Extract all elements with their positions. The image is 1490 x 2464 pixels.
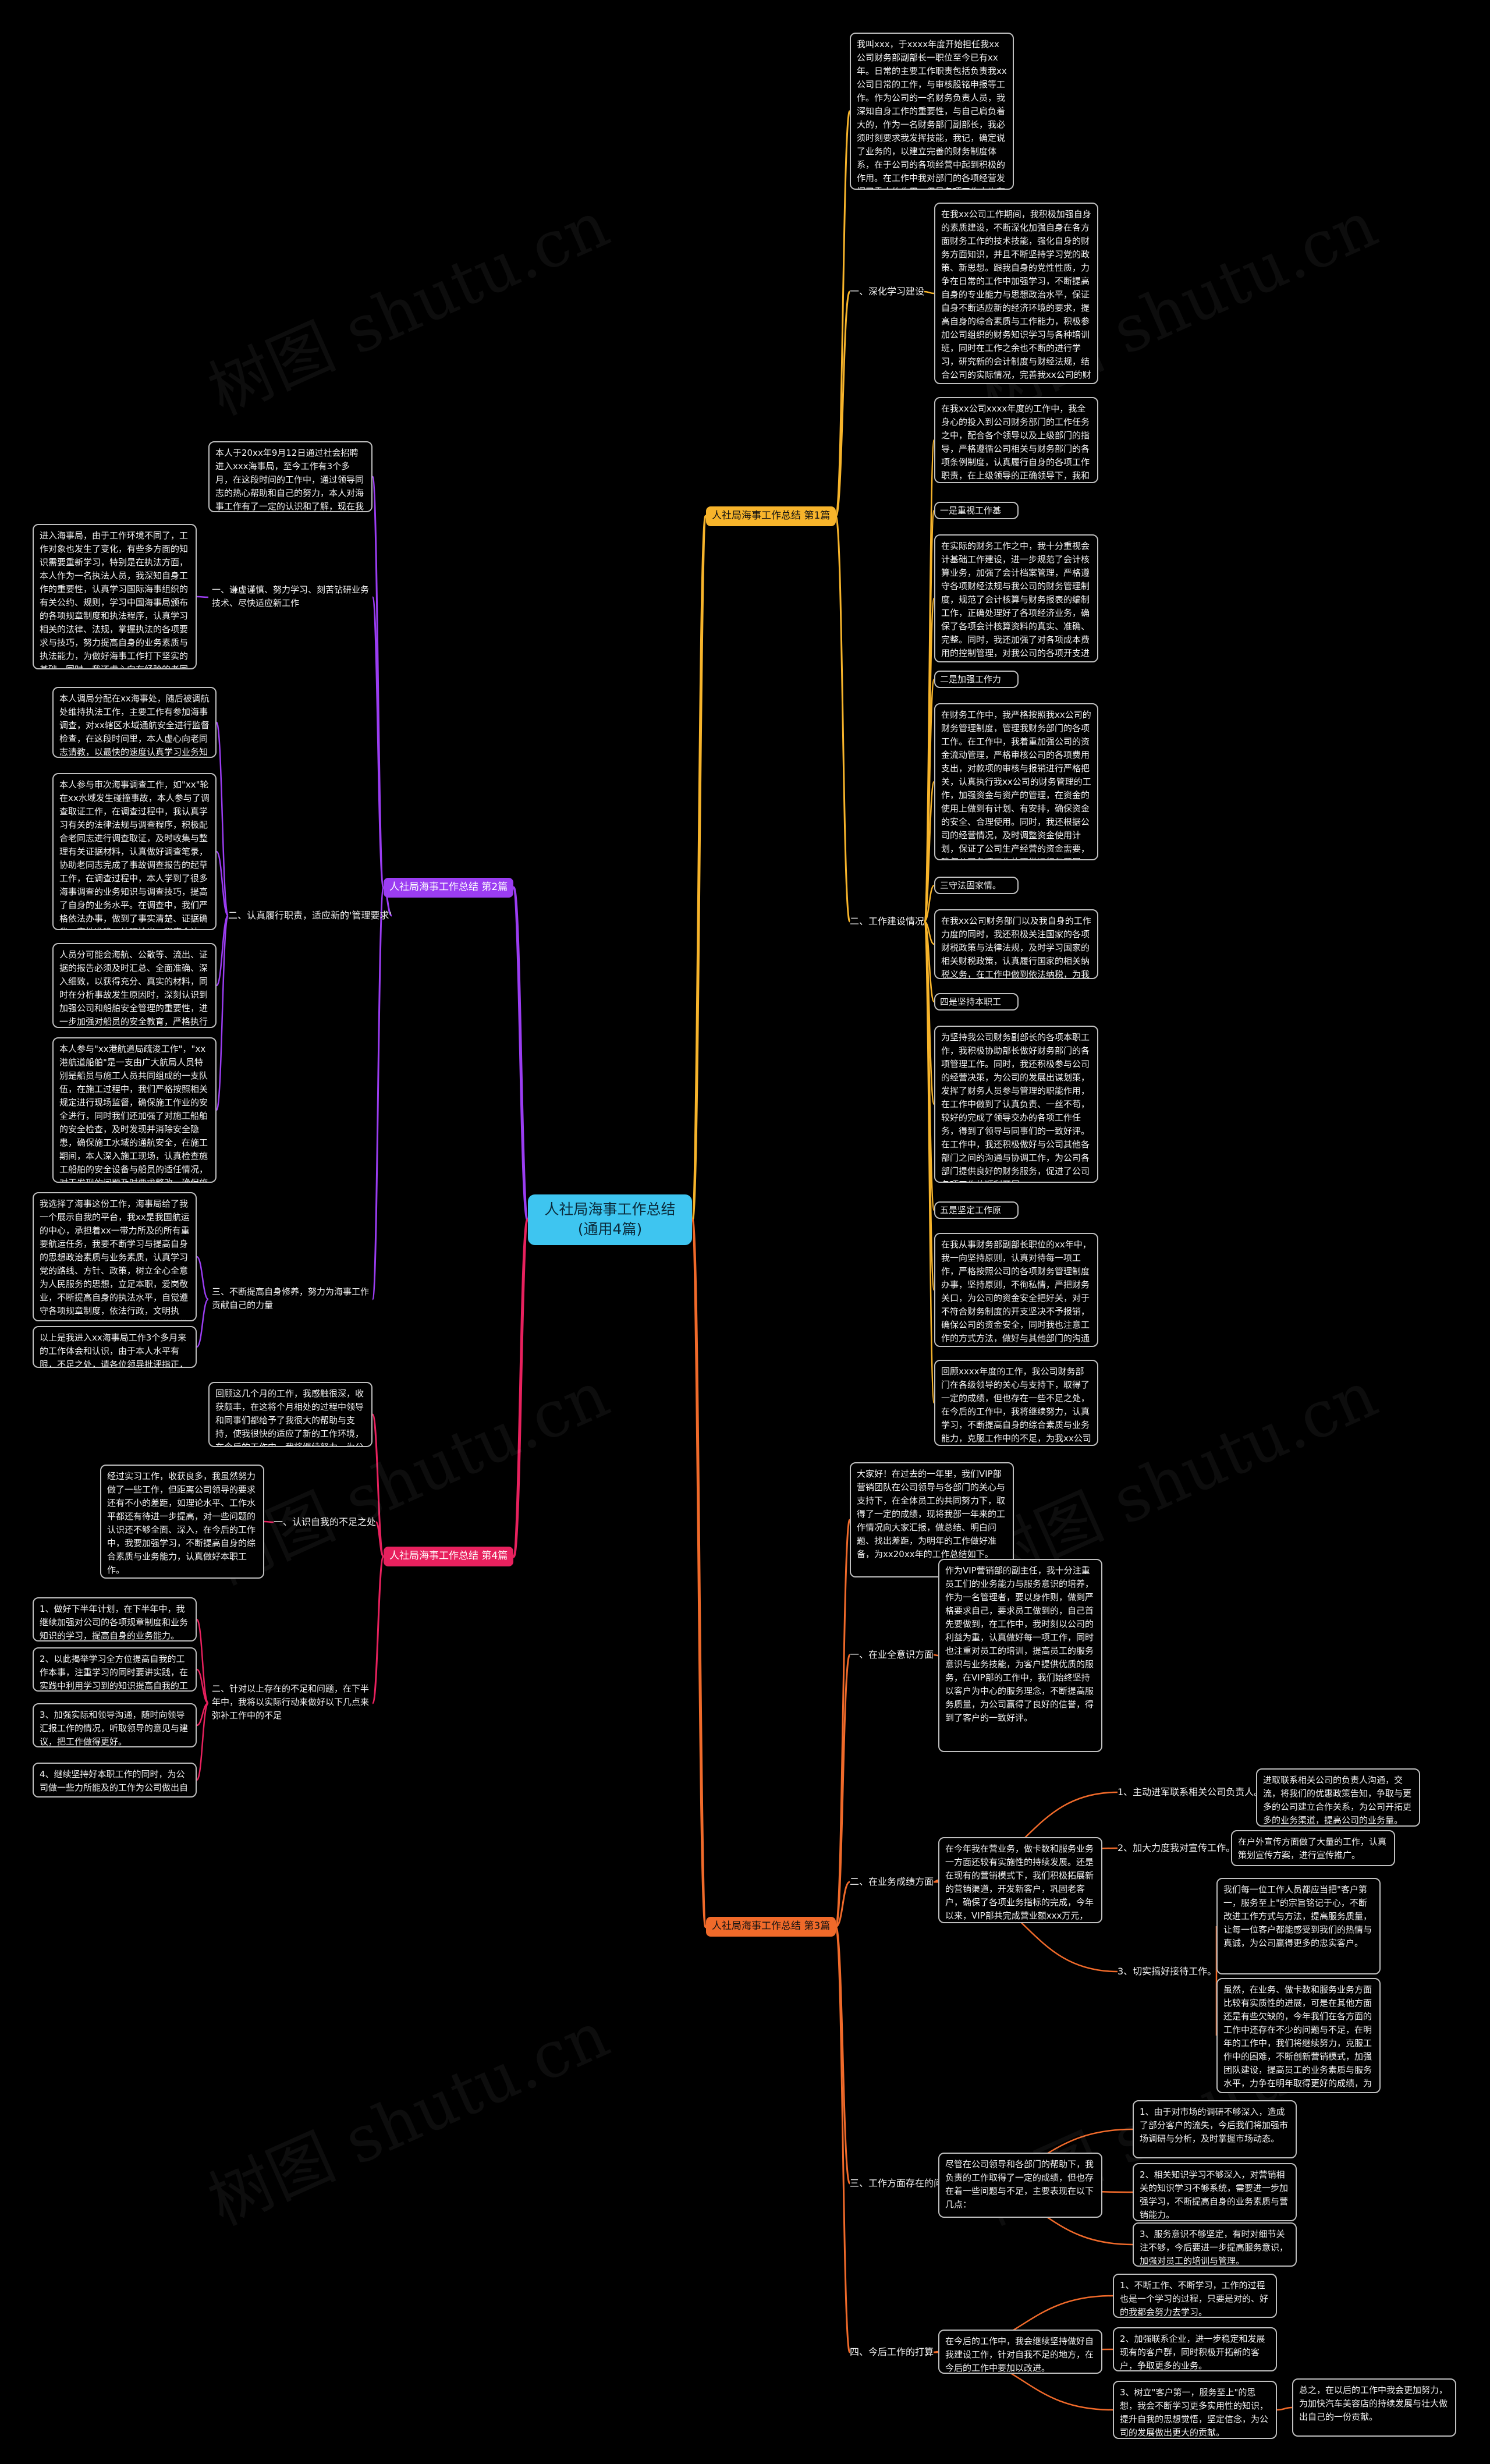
b1-section-2-intro: 在我xx公司xxxx年度的工作中，我全身心的投入到公司财务部门的工作任务之中，配… xyxy=(934,397,1098,483)
b3-section-1[interactable]: 一、在业全意识方面 xyxy=(850,1649,934,1660)
b3-problem-3: 3、服务意识不够坚定，有时对细节关注不够，今后要进一步提高服务意识，加强对员工的… xyxy=(1133,2222,1297,2267)
b1-point-3: 三守法固家情。 xyxy=(934,877,1019,894)
b2-intro: 本人于20xx年9月12日通过社会招聘进入xxx海事局，至今工作有3个多月，在这… xyxy=(208,441,372,512)
branch-connector xyxy=(371,596,385,889)
branch-connector xyxy=(371,887,385,1300)
branch-connector xyxy=(196,1668,209,1704)
branch-connector xyxy=(923,920,935,1404)
b2-section-2-text-1: 本人调局分配在xx海事处，随后被调航处维持执法工作，主要工作有参加海事调查，对x… xyxy=(52,687,217,758)
b3-item-2-text: 在户外宣传方面做了大量的工作，认真策划宣传方案，进行宣传推广。 xyxy=(1231,1830,1395,1866)
b3-section-1-text: 作为VIP营销部的副主任，我十分注重员工们的业务能力与服务意识的培养，作为一名管… xyxy=(938,1559,1102,1752)
b4-plan-1: 1、做好下半年计划，在下半年中，我继续加强对公司的各项规章制度和业务知识的学习，… xyxy=(33,1597,197,1642)
b3-item-3[interactable]: 3、切实搞好接待工作。 xyxy=(1118,1966,1217,1977)
b1-point-3-text: 在我xx公司财务部门以及我自身的工作力度的同时，我还积极关注国家的各项财税政策与… xyxy=(934,909,1098,979)
b2-section-2[interactable]: 二、认真履行职责，适应新的'管理要求' xyxy=(228,910,392,921)
b1-section-1[interactable]: 一、深化学习建设 xyxy=(850,286,925,297)
b1-intro: 我叫xxx，于xxxx年度开始担任我xx公司财务部副部长一职位至今已有xx年。日… xyxy=(850,33,1014,190)
b2-section-3[interactable]: 三、不断提高自身修养，努力为海事工作贡献自己的力量 xyxy=(212,1286,370,1310)
b3-plan-3: 3、树立"客户第一，服务至上"的思想，我会不断学习更多实用性的知识，提升自我的思… xyxy=(1113,2381,1277,2439)
b3-item-2[interactable]: 2、加大力度我对宣传工作。 xyxy=(1118,1842,1236,1853)
b3-section-3-text: 尽管在公司领导和各部门的帮助下，我负责的工作取得了一定的成绩，但也存在着一些问题… xyxy=(938,2153,1102,2218)
b4-section-1-text: 经过实习工作，收获良多，我虽然努力做了一些工作，但距离公司领导的要求还有不小的差… xyxy=(100,1465,264,1579)
branch-connector xyxy=(835,515,851,923)
b2-section-1-text: 进入海事局，由于工作环境不同了，工作对象也发生了变化，有些多方面的知识需要重新学… xyxy=(33,524,197,669)
branch-connector xyxy=(835,110,851,517)
b3-section-2[interactable]: 二、在业务成绩方面 xyxy=(850,1876,934,1887)
b2-section-2-text-3: 人员分可能会海航、公散等、流出、证据的报告必须及时汇总、全面准确、深入细致，以获… xyxy=(52,943,217,1028)
root-topic[interactable]: 人社局海事工作总结(通用4篇) xyxy=(528,1194,692,1245)
b4-intro: 回顾这几个月的工作，我感触很深，收获颇丰，在这将个月相处的过程中领导和同事们都给… xyxy=(208,1382,372,1447)
b4-plan-2: 2、以此揭举学习全方位提高自我的工作本事，注重学习的同时要讲实践，在实践中利用学… xyxy=(33,1647,197,1692)
b1-point-2-text: 在财务工作中，我严格按照我xx公司的财务管理制度，管理我财务部门的各项工作。在工… xyxy=(934,703,1098,860)
b3-plan-1: 1、不断工作、不断学习，工作的过程也是一个学习的过程，只要是对的、好的我都会努力… xyxy=(1113,2274,1277,2318)
b3-section-4-text: 在今后的工作中，我会继续坚持做好自我建设工作，针对自我不足的地方，在今后的工作中… xyxy=(938,2330,1102,2374)
b3-item-1[interactable]: 1、主动进军联系相关公司负责人。 xyxy=(1118,1786,1264,1798)
b3-problem-1: 1、由于对市场的调研不够深入，造成了部分客户的流失，今后我们将加强市场调研与分析… xyxy=(1133,2100,1297,2158)
branch-connector xyxy=(371,476,385,889)
b1-point-4: 四是坚持本职工作。 xyxy=(934,993,1019,1011)
b2-section-3-text-2: 以上是我进入xx海事局工作3个多月来的工作体会和认识，由于本人水平有限，不足之处… xyxy=(33,1326,197,1368)
branch-connector xyxy=(1276,2406,1293,2411)
branch-3-title[interactable]: 人社局海事工作总结 第3篇 xyxy=(706,1917,836,1937)
b1-closing: 回顾xxxx年度的工作，我公司财务部门在各级领导的关心与支持下，取得了一定的成绩… xyxy=(934,1360,1098,1446)
root-connector xyxy=(512,886,530,1221)
b3-intro: 大家好！在过去的一年里，我们VIP部营销团队在公司领导与各部门的关心与支持下，在… xyxy=(850,1462,1014,1577)
b3-item-3-text-1: 我们每一位工作人员都应当把"客户第一，服务至上"的宗旨铭记于心，不断改进工作方式… xyxy=(1216,1878,1381,1974)
branch-connector xyxy=(196,1618,210,1704)
branch-connector xyxy=(835,1881,850,1928)
branch-connector xyxy=(215,914,229,1111)
b2-section-2-text-2: 本人参与审次海事调查工作，如"xx"轮在xx水域发生碰撞事故，本人参与了调查取证… xyxy=(52,773,217,930)
b3-section-4[interactable]: 四、今后工作的打算 xyxy=(850,2346,934,2357)
branch-connector xyxy=(371,1555,385,1704)
b2-section-1[interactable]: 一、谦虚谨慎、努力学习、刻苦钻研业务技术、尽快适应新工作 xyxy=(212,584,370,608)
b3-item-3-text-2: 虽然，在业务、做卡数和服务业务方面比较有实质性的进展，可是在其他方面还是有些欠缺… xyxy=(1216,1978,1381,2093)
root-connector xyxy=(690,515,708,1221)
b4-plan-4: 4、继续坚持好本职工作的同时，为公司做一些力所能及的工作为公司做出自有的贡献。 xyxy=(33,1763,197,1798)
branch-connector xyxy=(215,721,229,917)
b1-point-1-text: 在实际的财务工作之中，我十分重视会计基础工作建设，进一步规范了会计核算业务，加强… xyxy=(934,534,1098,662)
branch-1-title[interactable]: 人社局海事工作总结 第1篇 xyxy=(706,506,836,526)
b1-point-5: 五是坚定工作原则。 xyxy=(934,1201,1019,1219)
b3-plan-2: 2、加强联系企业，进一步稳定和发展现有的客户群，同时积极开拓新的客户，争取更多的… xyxy=(1113,2327,1277,2371)
b4-plan-3: 3、加强实际和领导沟通，随时向领导汇报工作的情况，听取领导的意见与建议，把工作做… xyxy=(33,1703,197,1747)
branch-connector xyxy=(835,1654,851,1928)
branch-connector xyxy=(923,781,935,923)
b4-section-1[interactable]: 一、认识自我的不足之处 xyxy=(274,1516,377,1527)
branch-connector xyxy=(924,290,935,295)
b1-point-2: 二是加强工作力度。 xyxy=(934,671,1019,688)
branch-connector xyxy=(835,1519,851,1928)
b3-plan-3-text: 总之，在以后的工作中我会更加努力，为加快汽车美容店的持续发展与壮大做出自己的一份… xyxy=(1292,2378,1456,2437)
b3-section-3[interactable]: 三、工作方面存在的问题 xyxy=(850,2178,953,2189)
branch-connector xyxy=(215,850,229,917)
branch-connector xyxy=(196,1702,210,1781)
branch-connector xyxy=(196,1256,209,1300)
b4-section-2[interactable]: 二、针对以上存在的不足和问题，在下半年中，我将以实际行动来做好以下几点来弥补工作… xyxy=(212,1683,370,1721)
b3-problem-2: 2、相关知识学习不够深入，对营销相关的知识学习不够系统，需要进一步加强学习，不断… xyxy=(1133,2163,1297,2221)
b3-section-2-text: 在今年我在营业务，做卡数和服务业务一方面还较有实施性的持续发展。还是在现有的营销… xyxy=(938,1837,1102,1923)
b2-section-3-text-1: 我选择了海事这份工作，海事局给了我一个展示自我的平台，我xx是我国航运的中心，承… xyxy=(33,1192,197,1321)
branch-connector xyxy=(196,1298,210,1348)
branch-connector xyxy=(375,1521,385,1558)
b1-point-5-text: 在我从事财务部副部长职位的xx年中，我一向坚持原则，认真对待每一项工作，严格按照… xyxy=(934,1233,1098,1347)
branch-4-title[interactable]: 人社局海事工作总结 第4篇 xyxy=(384,1547,514,1566)
b1-section-2[interactable]: 二、工作建设情况 xyxy=(850,916,925,927)
root-connector xyxy=(690,1218,708,1928)
branch-connector xyxy=(923,884,935,923)
b1-point-4-text: 为坚持我公司财务副部长的各项本职工作，我积极协助部长做好财务部门的各项管理工作。… xyxy=(934,1026,1098,1183)
root-connector xyxy=(512,1218,530,1558)
b3-item-1-text: 进取联系相关公司的负责人沟通，交流，将我们的优惠政策告知，争取与更多的公司建立合… xyxy=(1256,1768,1420,1827)
b1-section-1-text: 在我xx公司工作期间，我积极加强自身的素质建设，不断深化加强自身在各方面财务工作… xyxy=(934,203,1098,384)
branch-2-title[interactable]: 人社局海事工作总结 第2篇 xyxy=(384,878,514,898)
b2-section-2-text-4: 本人参与"xx港航道局疏浚工作"，"xx港航道船舶"是一支由广大航局人员特别是船… xyxy=(52,1037,217,1183)
b1-point-1: 一是重视工作基础。 xyxy=(934,502,1019,519)
branch-connector xyxy=(835,290,851,517)
branch-connector xyxy=(835,1926,851,2353)
